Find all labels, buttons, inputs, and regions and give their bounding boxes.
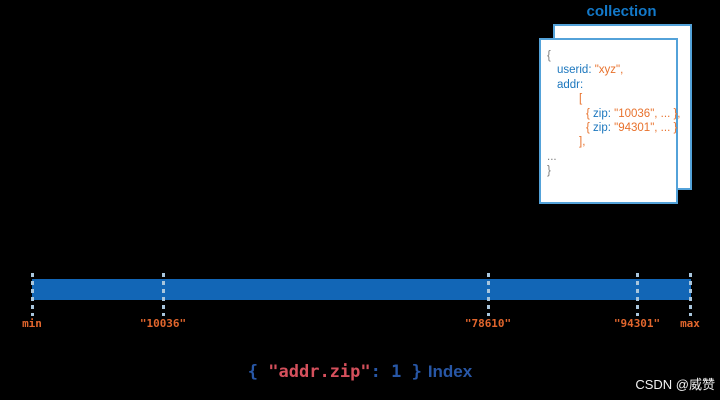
- code-segment: "xyz",: [594, 64, 624, 77]
- tick-line: [487, 273, 490, 316]
- code-segment: zip:: [593, 107, 615, 120]
- caption-segment: Index: [427, 362, 473, 381]
- code-segment: {: [586, 122, 594, 135]
- document-code-line: { zip: "10036", ... },: [541, 107, 681, 121]
- tick-label: max: [680, 317, 700, 330]
- tick-line: [636, 273, 639, 316]
- collection-title: collection: [586, 3, 657, 20]
- code-segment: ...: [547, 150, 557, 163]
- document-code-line: {: [541, 49, 676, 63]
- code-segment: {: [586, 107, 594, 120]
- code-segment: }: [547, 165, 551, 178]
- document-code-line: { zip: "94301", ... }: [541, 121, 678, 135]
- tick-label: min: [22, 317, 42, 330]
- tick-line: [162, 273, 165, 316]
- tick-line: [31, 273, 34, 316]
- tick-label: "94301": [613, 317, 661, 330]
- document-code-line: ],: [541, 135, 676, 149]
- tick-label: "10036": [139, 317, 187, 330]
- document-code-line: }: [541, 164, 676, 178]
- document-code-line: userid: "xyz",: [541, 63, 676, 77]
- document-code-line: [: [541, 92, 676, 106]
- code-segment: "10036", ... },: [614, 107, 681, 120]
- code-segment: zip:: [593, 122, 615, 135]
- caption-segment: : 1 }: [370, 362, 422, 382]
- watermark: CSDN @威赞: [635, 377, 715, 392]
- document-code: {userid: "xyz",addr:[{ zip: "10036", ...…: [541, 49, 681, 179]
- document-code-line: addr:: [541, 78, 676, 92]
- code-segment: ],: [579, 136, 586, 149]
- tick-label: "78610": [464, 317, 512, 330]
- document-card-front: {userid: "xyz",addr:[{ zip: "10036", ...…: [539, 38, 681, 204]
- tick-line: [689, 273, 692, 316]
- code-segment: userid:: [557, 64, 595, 77]
- index-range-bar: [32, 279, 691, 300]
- index-caption: { "addr.zip": 1 } Index: [0, 362, 720, 382]
- code-segment: "94301", ... }: [614, 122, 678, 135]
- code-segment: [: [579, 93, 583, 106]
- code-segment: {: [547, 50, 551, 62]
- document-code-line: ...: [541, 150, 676, 164]
- caption-segment: {: [247, 362, 269, 382]
- code-segment: addr:: [557, 78, 584, 91]
- caption-segment: "addr.zip": [268, 362, 371, 382]
